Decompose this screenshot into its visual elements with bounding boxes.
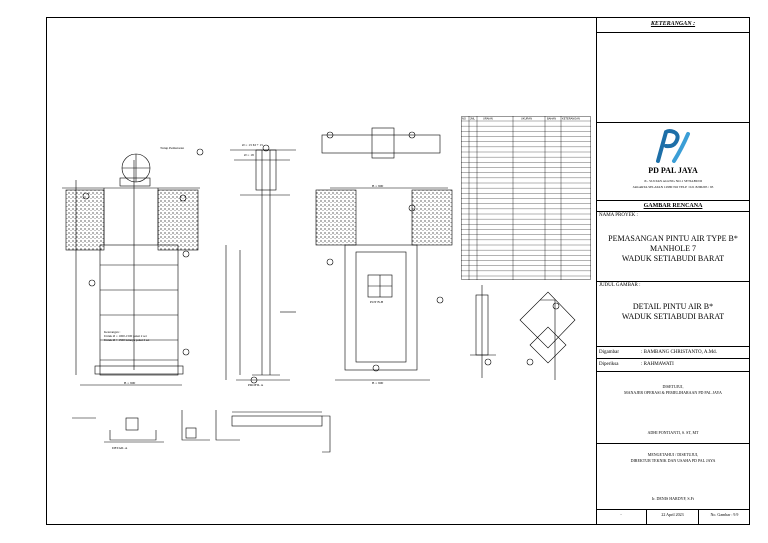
drawing-number: No. Gambar : 9.9	[710, 512, 739, 517]
company-address-2: JAKARTA SELATAN 12980 NO TELP : 021 8296…	[632, 185, 714, 189]
manajer-text: MANAJER OPERASI & PEMELIHARAAN PD PAL JA…	[624, 390, 722, 395]
divider	[596, 346, 750, 347]
table-header-uraian: URAIAN	[483, 117, 493, 121]
label-b900-1: B = 900	[124, 381, 136, 385]
divider	[596, 281, 750, 282]
disetujui-text: DISETUJUI,	[662, 384, 684, 389]
blank-cell: -	[620, 512, 622, 517]
drawing-border	[46, 17, 750, 525]
label-potongan: POT B-B	[370, 300, 384, 304]
note-line-3: Untuk Ø > 1500 lainnya pakai 4 set	[104, 337, 150, 342]
proyek-line-2: MANHOLE 7	[650, 244, 696, 253]
divider	[596, 122, 750, 123]
label-profil: PROFIL A	[248, 383, 264, 387]
company-name: PD PAL JAYA	[648, 166, 698, 175]
nama-proyek-label: NAMA PROYEK :	[599, 213, 638, 218]
company-address-1: JL. SULTAN AGUNG NO.1 SETIABUDI	[644, 179, 702, 183]
diperiksa-value: : RAHMAWATI	[641, 362, 674, 367]
divider	[596, 32, 750, 33]
judul-label: JUDUL GAMBAR :	[599, 283, 641, 288]
judul-line-1: DETAIL PINTU AIR B*	[632, 302, 714, 311]
divider	[596, 443, 750, 444]
table-header-no: NO	[462, 117, 466, 121]
company-logo	[656, 129, 690, 163]
divider	[596, 371, 750, 372]
drawing-date: 22 April 2023	[661, 512, 684, 517]
label-tutup: Tutup Pemutaran	[160, 146, 185, 150]
table-header-bahan: BAHAN	[547, 117, 556, 121]
signatory-2: Ir. DENIS HARDYF, S.Ft	[652, 496, 694, 501]
note-line-1: Keterangan :	[104, 330, 121, 334]
materials-table: NO JML URAIAN UKURAN BAHAN KETERANGAN	[461, 116, 591, 280]
cell-divider	[698, 509, 699, 525]
gambar-rencana: GAMBAR RENCANA	[643, 203, 703, 209]
judul-line-2: WADUK SETIABUDI BARAT	[621, 312, 725, 321]
divider	[596, 200, 750, 201]
direktur-text: DIREKTUR TEKNIK DAN USAHA PD PAL JAYA	[630, 458, 716, 463]
table-header-ukuran: UKURAN	[521, 117, 532, 121]
note-line-2: Untuk Ø = 1000-1500 pakai 2 set	[104, 333, 147, 338]
diperiksa-label: Diperiksa	[599, 362, 619, 367]
cell-divider	[646, 509, 647, 525]
mengetahui-text: MENGETAHUI / DISETUJUI,	[647, 452, 699, 457]
divider	[596, 509, 750, 510]
drawing-note: Keterangan : Untuk Ø = 1000-1500 pakai 2…	[104, 330, 150, 343]
cad-drawing	[62, 127, 576, 453]
table-header-jml: JML	[470, 117, 475, 121]
label-b900-3: B = 900	[372, 184, 384, 188]
label-dim1: Ø = 13 M + 15	[242, 143, 263, 147]
keterangan-heading: KETERANGAN :	[650, 21, 696, 27]
signatory-1: ADHI PONTIANTI, S. ST, MT	[647, 430, 699, 435]
label-detail-a: DETAIL A	[112, 446, 128, 450]
divider	[596, 211, 750, 212]
label-b900-2: B = 900	[372, 381, 384, 385]
proyek-line-1: PEMASANGAN PINTU AIR TYPE B*	[608, 234, 738, 243]
digambar-value: : BAMBANG CHRISTANTO, A.Md.	[641, 350, 717, 355]
title-block	[596, 17, 750, 525]
table-header-keterangan: KETERANGAN	[562, 117, 580, 121]
proyek-line-3: WADUK SETIABUDI BARAT	[621, 254, 725, 263]
digambar-label: Digambar	[599, 350, 619, 355]
divider	[596, 358, 750, 359]
label-dim2: Ø = 18	[244, 153, 254, 157]
